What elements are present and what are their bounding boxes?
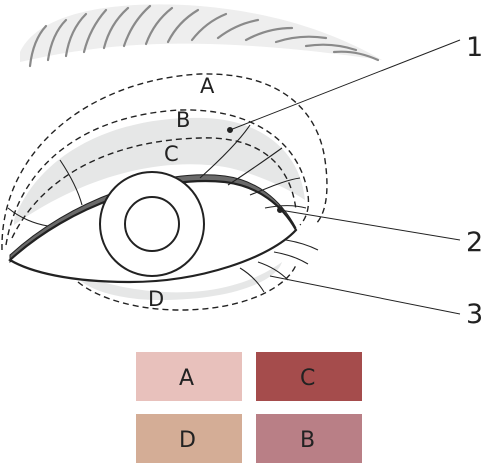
- crease-line-5: [264, 205, 307, 209]
- zone-d-outline: [77, 264, 297, 311]
- lower-lash-3: [273, 251, 309, 265]
- swatch-c: [256, 352, 362, 401]
- pupil: [124, 196, 180, 252]
- swatch-b-label: B: [300, 428, 315, 453]
- lower-lid-shadow: [80, 262, 282, 300]
- zone-d-label: D: [148, 287, 164, 311]
- zone-a-outline: [1, 73, 328, 251]
- swatch-palette: A C D B: [136, 352, 362, 463]
- callout-number-2: 2: [466, 227, 483, 258]
- eyebrow-shape: [20, 4, 382, 62]
- zone-c-label: C: [164, 142, 179, 166]
- zone-a-label: A: [200, 74, 215, 98]
- crease-line-1: [59, 159, 83, 206]
- crease-line-6: [7, 207, 49, 227]
- callout-line-2: [279, 209, 461, 241]
- lower-lash-1: [239, 267, 265, 293]
- lower-lash-2: [257, 261, 289, 281]
- crease-line-3: [227, 147, 283, 186]
- swatch-b: [256, 414, 362, 463]
- zone-b-outline: [5, 109, 310, 246]
- callout-dot-2: [277, 207, 283, 213]
- zone-b-label: B: [176, 108, 190, 132]
- swatch-a: [136, 352, 242, 401]
- zone-c-outline: [11, 137, 297, 239]
- swatch-d: [136, 414, 242, 463]
- swatch-d-label: D: [179, 428, 196, 453]
- crease-line-4: [249, 177, 301, 196]
- swatch-a-label: A: [179, 366, 194, 391]
- callout-line-3: [269, 275, 461, 315]
- callout-dot-1: [227, 127, 233, 133]
- callout-number-3: 3: [466, 299, 483, 330]
- eyebrow: [20, 4, 382, 68]
- upper-lid-shadow: [14, 117, 305, 225]
- crease-line-2: [199, 124, 251, 179]
- callout-number-1: 1: [466, 32, 483, 63]
- callout-line-1: [229, 39, 461, 131]
- lower-lash-4: [285, 239, 319, 251]
- swatch-c-label: C: [300, 366, 315, 391]
